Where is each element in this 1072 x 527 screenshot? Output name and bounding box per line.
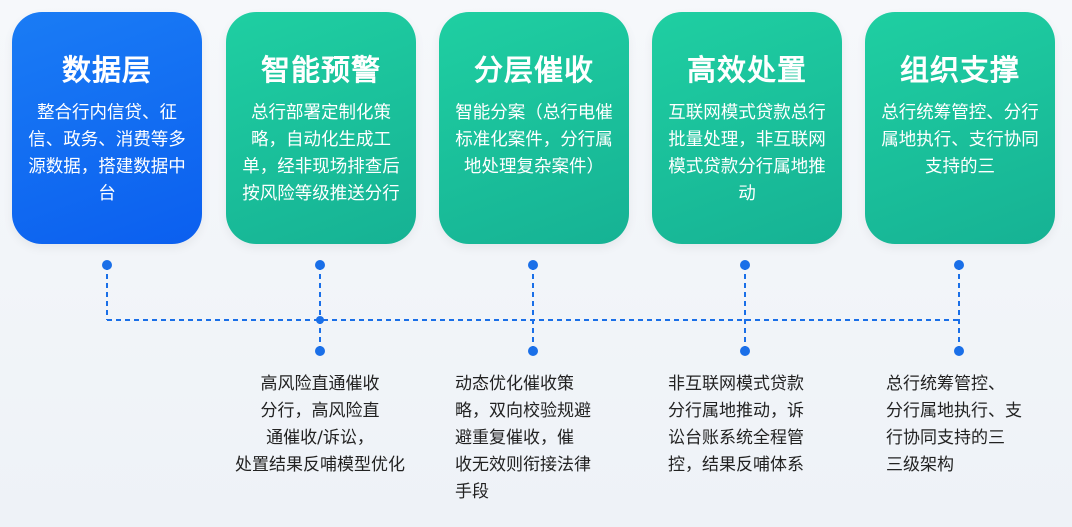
card-body: 总行统筹管控、分行属地执行、支行协同支持的三: [881, 103, 1039, 177]
node-dot: [954, 260, 964, 270]
node-dot: [528, 260, 538, 270]
detail-text: 非互联网模式贷款 分行属地推动，诉 讼台账系统全程管 控，结果反哺体系: [668, 374, 804, 475]
node-dot: [740, 260, 750, 270]
detail-text: 高风险直通催收 分行，高风险直 通催收/诉讼， 处置结果反哺模型优化: [235, 374, 405, 475]
card-title: 组织支撑: [899, 53, 1020, 87]
card-body: 整合行内信贷、征信、政务、消费等多源数据，搭建数据中台: [28, 103, 186, 204]
node-dot: [954, 346, 964, 356]
node-dot: [102, 260, 112, 270]
card-body: 互联网模式贷款总行批量处理，非互联网模式贷款分行属地推动: [668, 103, 826, 204]
card-efficient-disposal: 高效处置 互联网模式贷款总行批量处理，非互联网模式贷款分行属地推动: [652, 12, 842, 244]
card-title: 分层催收: [473, 53, 594, 87]
card-tiered-collection: 分层催收 智能分案（总行电催标准化案件，分行属地处理复杂案件）: [439, 12, 629, 244]
node-dot: [316, 316, 324, 324]
card-body: 智能分案（总行电催标准化案件，分行属地处理复杂案件）: [455, 103, 613, 177]
card-org-support: 组织支撑 总行统筹管控、分行属地执行、支行协同支持的三: [865, 12, 1055, 244]
node-dot: [740, 346, 750, 356]
node-dot: [315, 346, 325, 356]
card-body: 总行部署定制化策略，自动化生成工单，经非现场排查后按风险等级推送分行: [242, 103, 400, 204]
detail-text: 动态优化催收策 略，双向校验规避 避重复催收，催 收无效则衔接法律 手段: [455, 374, 591, 502]
card-title: 高效处置: [686, 53, 807, 87]
node-dot: [315, 260, 325, 270]
node-dot: [528, 346, 538, 356]
card-title: 数据层: [61, 53, 152, 87]
detail-text: 总行统筹管控、 分行属地执行、支 行协同支持的三 三级架构: [886, 374, 1022, 475]
card-smart-warning: 智能预警 总行部署定制化策略，自动化生成工单，经非现场排查后按风险等级推送分行: [226, 12, 416, 244]
card-data-layer: 数据层 整合行内信贷、征信、政务、消费等多源数据，搭建数据中台: [12, 12, 202, 244]
card-title: 智能预警: [260, 53, 381, 87]
